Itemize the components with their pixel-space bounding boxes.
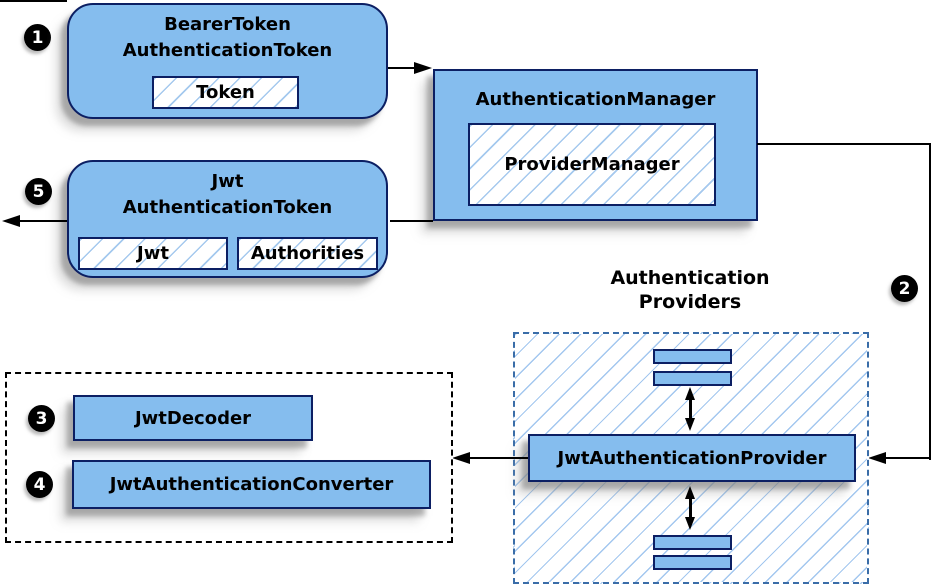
provider-to-decoder-arrowhead-icon (452, 452, 470, 464)
bearer-token-title-line1: BearerToken (164, 14, 291, 35)
jwt-authentication-provider-node: JwtAuthenticationProvider (528, 434, 856, 482)
authentication-manager-title: AuthenticationManager (475, 89, 716, 110)
manager-to-provider-arrowhead-icon (868, 452, 886, 464)
bearer-to-manager-line (388, 67, 415, 69)
manager-to-provider-line-v (929, 143, 931, 460)
authentication-providers-label-line2: Providers (638, 291, 742, 313)
bearer-token-node: BearerToken AuthenticationToken Token (67, 3, 388, 119)
provider-stack-bar (653, 535, 732, 550)
manager-to-jwt-token-line (390, 220, 433, 222)
provider-stack-bar (653, 349, 732, 364)
jwt-token-title-line1: Jwt (211, 171, 244, 192)
authentication-manager-node: AuthenticationManager ProviderManager (433, 69, 758, 221)
badge-step-4: 4 (26, 471, 53, 498)
manager-to-provider-line-h2 (884, 457, 931, 459)
provider-stack-bar (653, 371, 732, 386)
bearer-to-manager-arrowhead-icon (414, 62, 432, 74)
jwt-authentication-converter-node: JwtAuthenticationConverter (72, 460, 431, 509)
flow-out-line (19, 220, 67, 222)
jwt-token-node: Jwt AuthenticationToken Jwt Authorities (67, 160, 388, 278)
badge-step-3: 3 (28, 405, 55, 432)
jwt-token-title-line2: AuthenticationToken (122, 197, 333, 218)
bearer-token-title: BearerToken AuthenticationToken (69, 5, 386, 64)
decoder-group: 3 JwtDecoder 4 JwtAuthenticationConverte… (5, 372, 453, 543)
jwt-field: Jwt (78, 237, 228, 270)
authentication-providers-group: JwtAuthenticationProvider (513, 332, 869, 584)
badge-step-2: 2 (891, 275, 918, 302)
flow-out-arrowhead-icon (2, 215, 20, 227)
token-field: Token (152, 76, 299, 109)
jwt-decoder-node: JwtDecoder (73, 395, 313, 441)
double-arrow-icon (684, 486, 696, 530)
flow-in-line (0, 0, 67, 2)
bearer-token-title-line2: AuthenticationToken (122, 40, 333, 61)
authorities-field: Authorities (237, 237, 378, 270)
authentication-providers-label: Authentication Providers (590, 266, 790, 314)
authentication-providers-label-line1: Authentication (610, 267, 770, 289)
jwt-token-title: Jwt AuthenticationToken (69, 162, 386, 221)
manager-to-provider-line-h (757, 143, 931, 145)
badge-step-1: 1 (24, 24, 51, 51)
provider-to-decoder-line (470, 457, 528, 459)
badge-step-5: 5 (25, 178, 52, 205)
provider-manager-field: ProviderManager (468, 123, 716, 206)
double-arrow-icon (684, 387, 696, 431)
provider-stack-bar (653, 555, 732, 570)
